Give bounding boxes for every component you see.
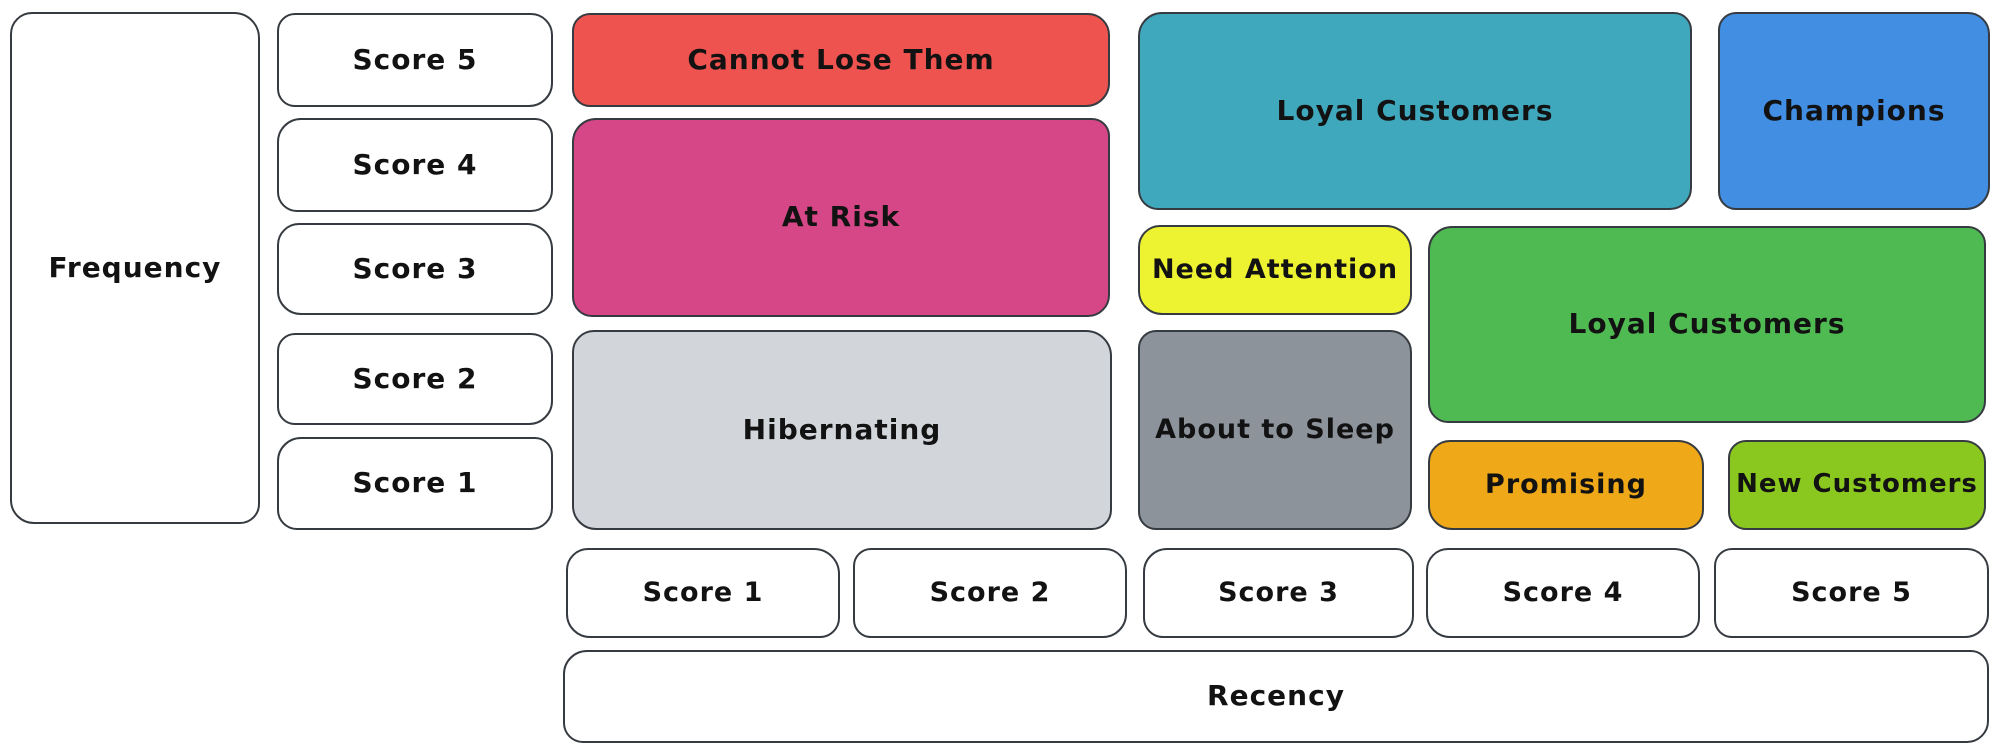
segment-loyal-customers-mid: Loyal Customers [1428,226,1986,423]
segment-need-attention-label: Need Attention [1151,254,1399,286]
recency-score-3: Score 3 [1143,548,1414,638]
recency-score-1-label: Score 1 [642,577,764,609]
segment-hibernating-label: Hibernating [742,412,942,446]
recency-score-5-label: Score 5 [1791,577,1912,609]
recency-axis-label-box: Recency [563,650,1989,743]
frequency-score-1-label: Score 1 [352,466,478,500]
frequency-score-4-label: Score 4 [352,147,478,181]
recency-score-4: Score 4 [1426,548,1700,638]
recency-score-2-label: Score 2 [929,577,1051,609]
segment-need-attention: Need Attention [1138,225,1412,315]
segment-new-customers: New Customers [1728,440,1986,530]
segment-loyal-customers-top-label: Loyal Customers [1276,93,1554,127]
segment-loyal-customers-mid-label: Loyal Customers [1568,307,1846,341]
recency-score-4-label: Score 4 [1502,577,1624,609]
frequency-score-5-label: Score 5 [352,42,478,76]
segment-cannot-lose-them-label: Cannot Lose Them [687,42,995,76]
segment-at-risk: At Risk [572,118,1110,317]
recency-axis-label: Recency [1207,679,1345,713]
frequency-score-1: Score 1 [277,437,553,530]
segment-new-customers-label: New Customers [1736,469,1978,500]
segment-champions: Champions [1718,12,1990,210]
recency-score-2: Score 2 [853,548,1127,638]
recency-score-5: Score 5 [1714,548,1989,638]
segment-loyal-customers-top: Loyal Customers [1138,12,1692,210]
segment-cannot-lose-them: Cannot Lose Them [572,13,1110,107]
frequency-score-3-label: Score 3 [352,251,478,285]
recency-score-3-label: Score 3 [1218,577,1339,609]
frequency-score-3: Score 3 [277,223,553,315]
frequency-score-5: Score 5 [277,13,553,107]
segment-champions-label: Champions [1762,93,1946,127]
segment-promising-label: Promising [1485,469,1647,501]
recency-score-1: Score 1 [566,548,840,638]
segment-at-risk-label: At Risk [781,200,901,234]
frequency-score-2: Score 2 [277,333,553,425]
segment-hibernating: Hibernating [572,330,1112,530]
segment-about-to-sleep-label: About to Sleep [1155,414,1395,446]
segment-about-to-sleep: About to Sleep [1138,330,1412,530]
frequency-axis-label-box: Frequency [10,12,260,524]
frequency-score-2-label: Score 2 [352,361,478,395]
frequency-score-4: Score 4 [277,118,553,212]
segment-promising: Promising [1428,440,1704,530]
frequency-axis-label: Frequency [48,250,222,284]
